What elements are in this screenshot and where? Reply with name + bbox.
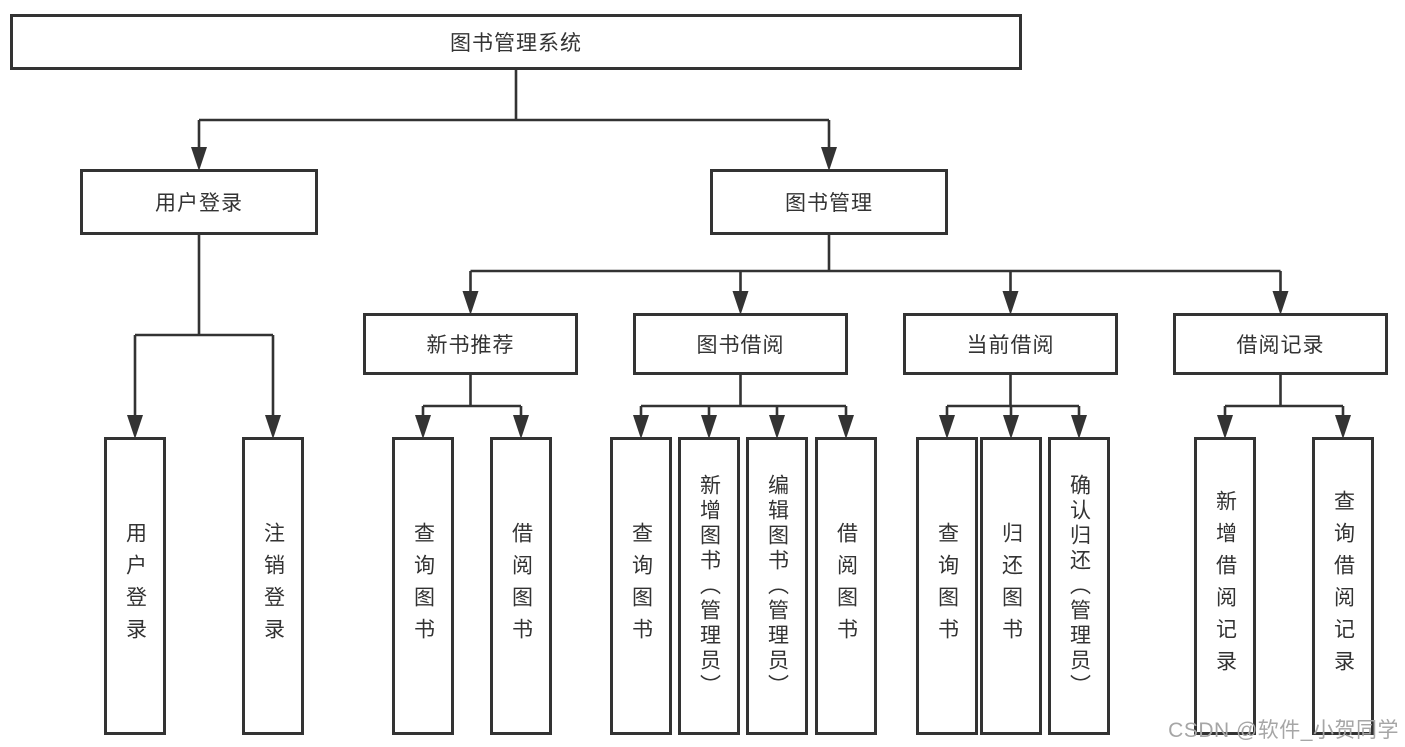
leaf-borrow-books: 借阅图书 bbox=[815, 437, 877, 735]
node-root-system: 图书管理系统 bbox=[10, 14, 1022, 70]
leaf-edit-book-admin: 编辑图书（管理员） bbox=[746, 437, 808, 735]
leaf-add-borrow-record-label: 新增借阅记录 bbox=[1213, 490, 1237, 682]
node-user-login: 用户登录 bbox=[80, 169, 318, 235]
leaf-logout: 注销登录 bbox=[242, 437, 304, 735]
connector-root-to-level2 bbox=[191, 70, 837, 171]
leaf-user-login: 用户登录 bbox=[104, 437, 166, 735]
node-book-management: 图书管理 bbox=[710, 169, 948, 235]
connector-user-login-to-leaves bbox=[127, 234, 281, 439]
leaf-current-query-books: 查询图书 bbox=[916, 437, 978, 735]
leaf-add-book-admin: 新增图书（管理员） bbox=[678, 437, 740, 735]
connector-book-management-to-level3 bbox=[462, 234, 1289, 315]
leaf-current-query-books-label: 查询图书 bbox=[935, 522, 959, 650]
node-book-borrowing: 图书借阅 bbox=[633, 313, 848, 375]
connector-borrowing-records-to-leaves bbox=[1217, 375, 1351, 439]
leaf-add-borrow-record: 新增借阅记录 bbox=[1194, 437, 1256, 735]
leaf-confirm-return-admin-label: 确认归还（管理员） bbox=[1067, 473, 1091, 699]
node-new-book-recommendation-label: 新书推荐 bbox=[426, 334, 515, 357]
leaf-recommend-query-books: 查询图书 bbox=[392, 437, 454, 735]
leaf-user-login-label: 用户登录 bbox=[123, 522, 147, 650]
leaf-recommend-borrow-books-label: 借阅图书 bbox=[509, 522, 533, 650]
node-user-login-label: 用户登录 bbox=[155, 192, 243, 215]
leaf-borrowing-query-books-label: 查询图书 bbox=[629, 522, 653, 650]
leaf-return-book-label: 归还图书 bbox=[999, 522, 1023, 650]
node-current-borrowing: 当前借阅 bbox=[903, 313, 1118, 375]
leaf-add-book-admin-label: 新增图书（管理员） bbox=[697, 473, 721, 699]
leaf-recommend-query-books-label: 查询图书 bbox=[411, 522, 435, 650]
connector-current-borrowing-to-leaves bbox=[939, 375, 1087, 439]
leaf-confirm-return-admin: 确认归还（管理员） bbox=[1048, 437, 1110, 735]
node-borrowing-records: 借阅记录 bbox=[1173, 313, 1388, 375]
connector-book-borrowing-to-leaves bbox=[633, 375, 854, 439]
leaf-query-borrow-record-label: 查询借阅记录 bbox=[1331, 490, 1355, 682]
node-current-borrowing-label: 当前借阅 bbox=[966, 334, 1055, 357]
node-book-management-label: 图书管理 bbox=[785, 192, 873, 215]
leaf-logout-label: 注销登录 bbox=[261, 522, 285, 650]
leaf-return-book: 归还图书 bbox=[980, 437, 1042, 735]
leaf-borrowing-query-books: 查询图书 bbox=[610, 437, 672, 735]
node-borrowing-records-label: 借阅记录 bbox=[1236, 334, 1325, 357]
leaf-borrow-books-label: 借阅图书 bbox=[834, 522, 858, 650]
leaf-query-borrow-record: 查询借阅记录 bbox=[1312, 437, 1374, 735]
leaf-recommend-borrow-books: 借阅图书 bbox=[490, 437, 552, 735]
node-new-book-recommendation: 新书推荐 bbox=[363, 313, 578, 375]
connector-new-book-recommendation-to-leaves bbox=[415, 375, 529, 439]
leaf-edit-book-admin-label: 编辑图书（管理员） bbox=[765, 473, 789, 699]
node-root-system-label: 图书管理系统 bbox=[450, 32, 582, 55]
node-book-borrowing-label: 图书借阅 bbox=[696, 334, 785, 357]
